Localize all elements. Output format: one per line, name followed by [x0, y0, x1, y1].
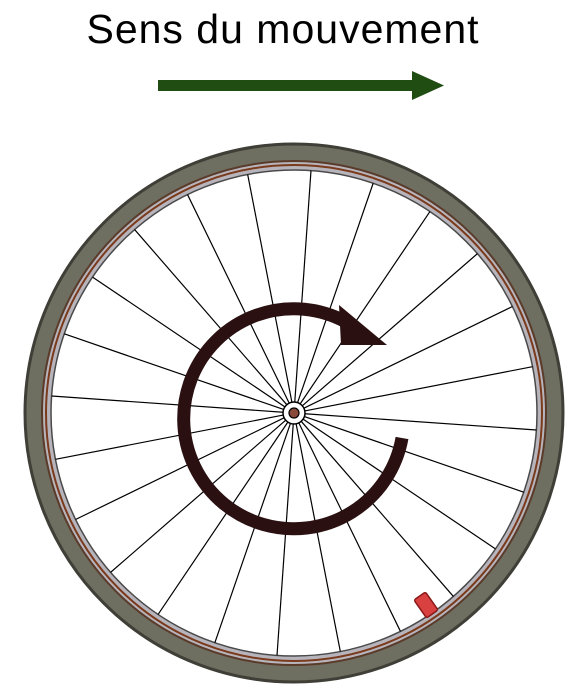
right-arrow-icon: [158, 71, 444, 100]
hub: [283, 402, 305, 424]
